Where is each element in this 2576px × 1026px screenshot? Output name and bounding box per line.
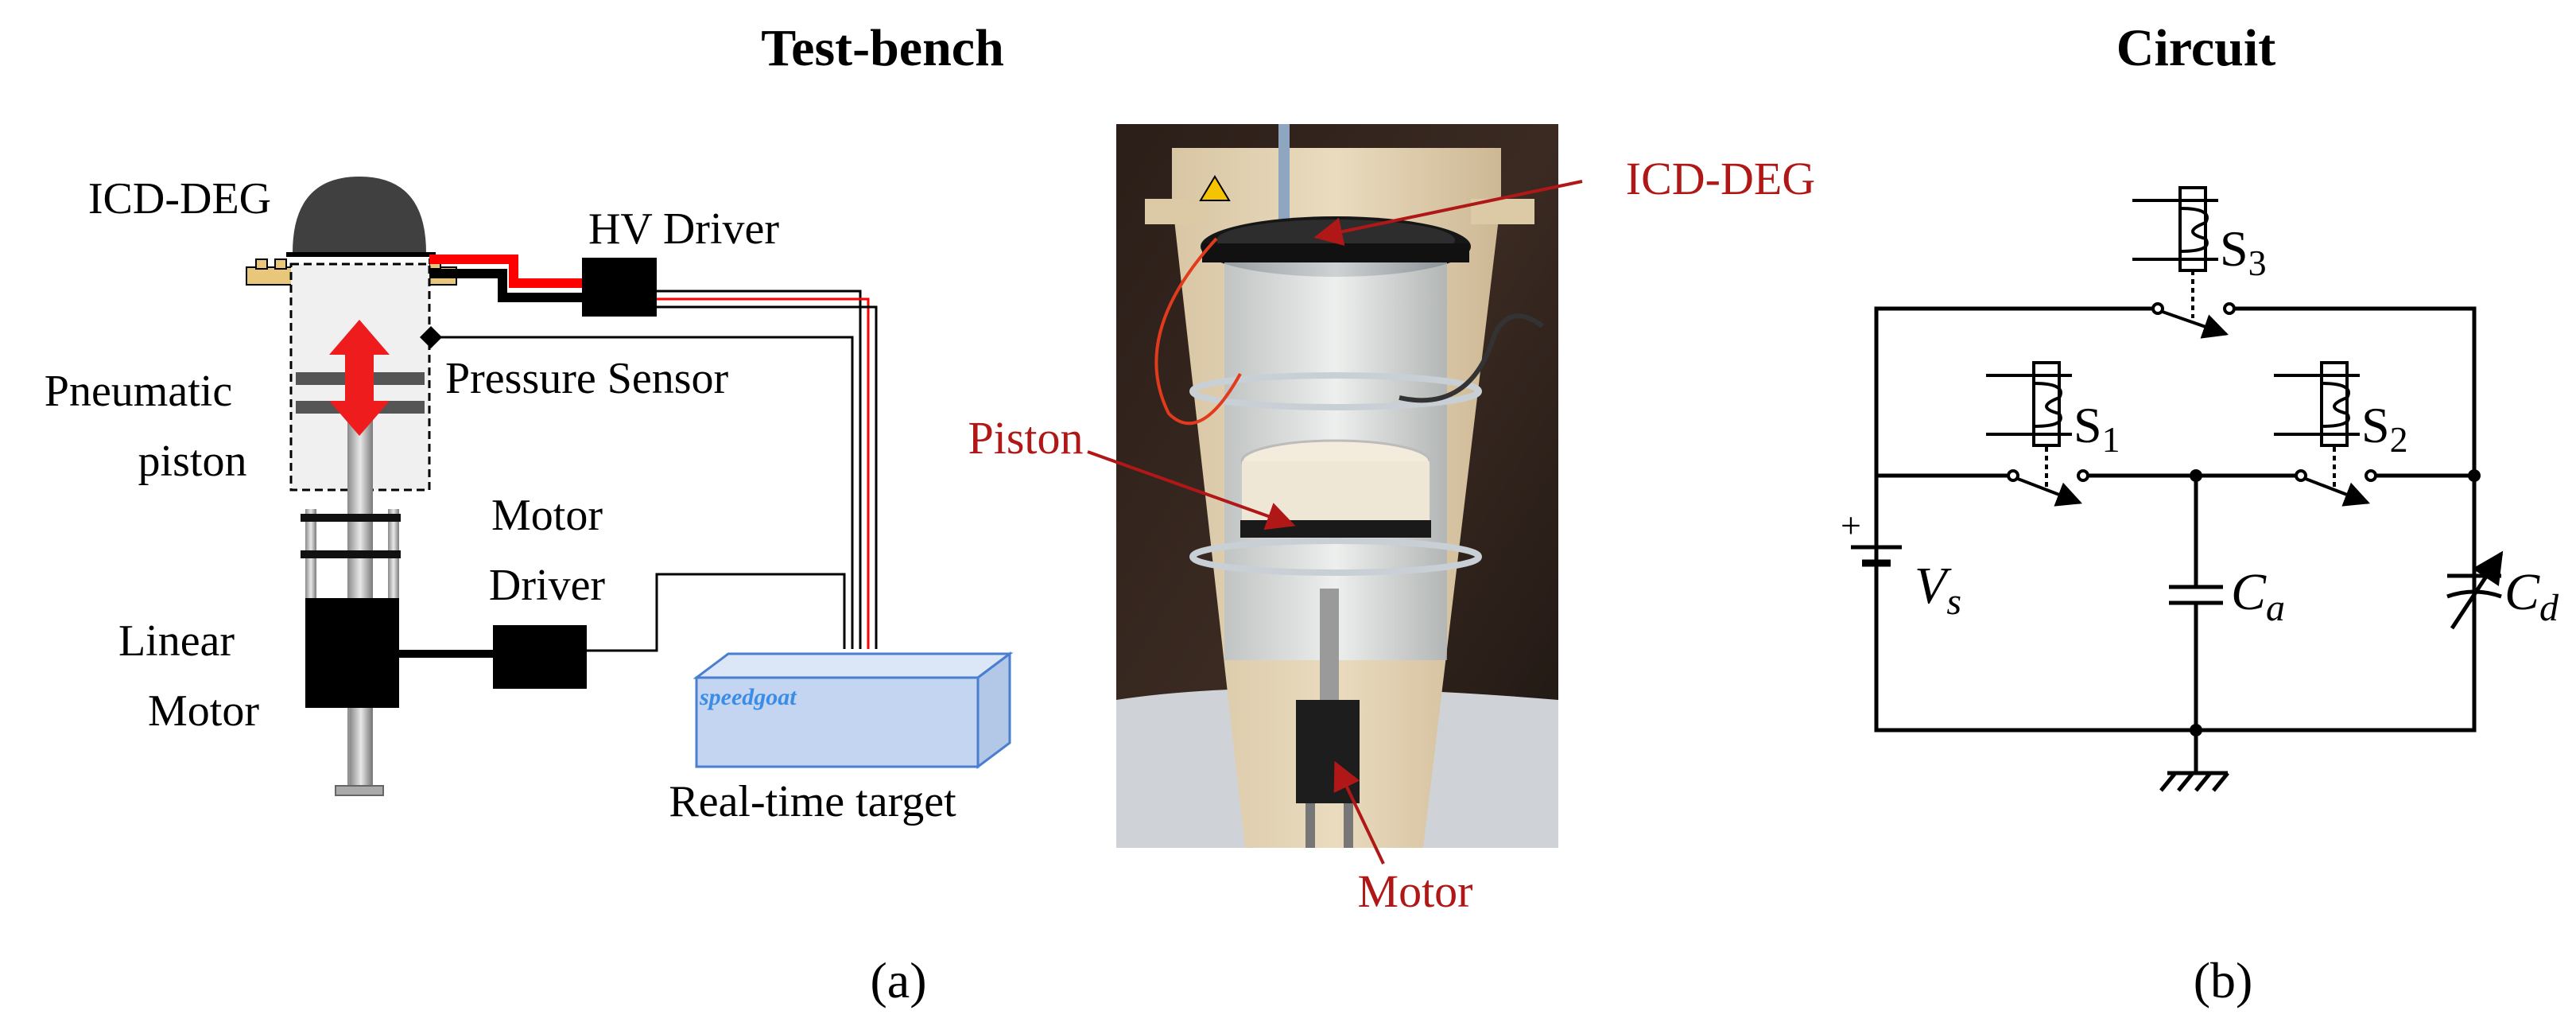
label-motor: Motor: [148, 686, 259, 736]
icd-deg-dome: [293, 177, 426, 253]
hv-driver-signal-red: [657, 297, 870, 649]
arrow-piston: [1087, 450, 1296, 530]
caption-a: (a): [870, 952, 926, 1009]
wire-top-right: [2233, 306, 2477, 476]
real-time-target-box: speedgoat: [692, 651, 1014, 769]
label-s3: S3: [2220, 220, 2267, 283]
circuit-junctions: [2190, 469, 2481, 736]
photo-motor: [1296, 700, 1360, 803]
arrow-icd-deg: [1313, 180, 1583, 246]
linear-motor-block: [305, 598, 399, 708]
label-cd: Cd: [2504, 563, 2559, 629]
cd-variable-arrow: [2450, 550, 2504, 630]
testbench-schematic: speedgoat ICD-DEG HV Driver Pressure Sen…: [45, 174, 1014, 826]
label-ca: Ca: [2231, 563, 2285, 629]
label-motor-driver-1: Motor: [491, 491, 603, 540]
icd-deg-flange-left: [246, 266, 295, 286]
piston-motion-arrow: [329, 320, 390, 436]
hv-wire-red: [429, 255, 584, 288]
wire-bottom: [1874, 547, 2477, 733]
circuit-labels: S3 S1 S2 + Vs Ca Cd: [1841, 220, 2559, 629]
hv-driver-box: [582, 258, 657, 317]
testbench-photo: ICD-DEG Piston Motor: [968, 124, 1815, 917]
label-vs-plus: +: [1841, 505, 1861, 546]
motor-driver-wire: [587, 573, 846, 652]
label-s2: S2: [2361, 397, 2408, 460]
hv-wire-black: [429, 269, 584, 302]
label-real-time-target: Real-time target: [669, 777, 956, 826]
switch-s3: [2132, 186, 2236, 339]
label-pneumatic: Pneumatic: [45, 367, 232, 416]
testbench-title: Test-bench: [761, 19, 1004, 77]
hv-driver-signal-black: [657, 290, 862, 649]
switch-s2: [2274, 361, 2377, 507]
speedgoat-logo: speedgoat: [699, 684, 797, 710]
label-hv-driver: HV Driver: [588, 204, 779, 254]
label-vs: Vs: [1915, 557, 1961, 623]
photo-label-piston: Piston: [968, 412, 1083, 464]
pressure-sensor-icon: [420, 326, 442, 348]
label-s1: S1: [2074, 397, 2120, 460]
caption-b: (b): [2194, 952, 2253, 1009]
photo-warning-sign: [1199, 175, 1231, 201]
switch-s1: [1986, 361, 2089, 507]
photo-label-icd-deg: ICD-DEG: [1626, 153, 1815, 204]
circuit-diagram: [1851, 306, 2504, 792]
label-motor-driver-2: Driver: [489, 561, 606, 610]
label-icd-deg: ICD-DEG: [88, 174, 271, 223]
label-pressure-sensor: Pressure Sensor: [445, 354, 729, 403]
pressure-sensor-wire: [436, 336, 854, 649]
motor-driver-box: [493, 625, 587, 689]
arrow-motor: [1333, 760, 1385, 865]
circuit-title: Circuit: [2116, 19, 2275, 77]
label-linear: Linear: [118, 616, 235, 666]
hv-driver-signal-black2: [657, 305, 878, 649]
label-piston: piston: [138, 437, 247, 486]
photo-label-motor: Motor: [1358, 865, 1473, 917]
wire-top-left: [1874, 306, 2155, 476]
